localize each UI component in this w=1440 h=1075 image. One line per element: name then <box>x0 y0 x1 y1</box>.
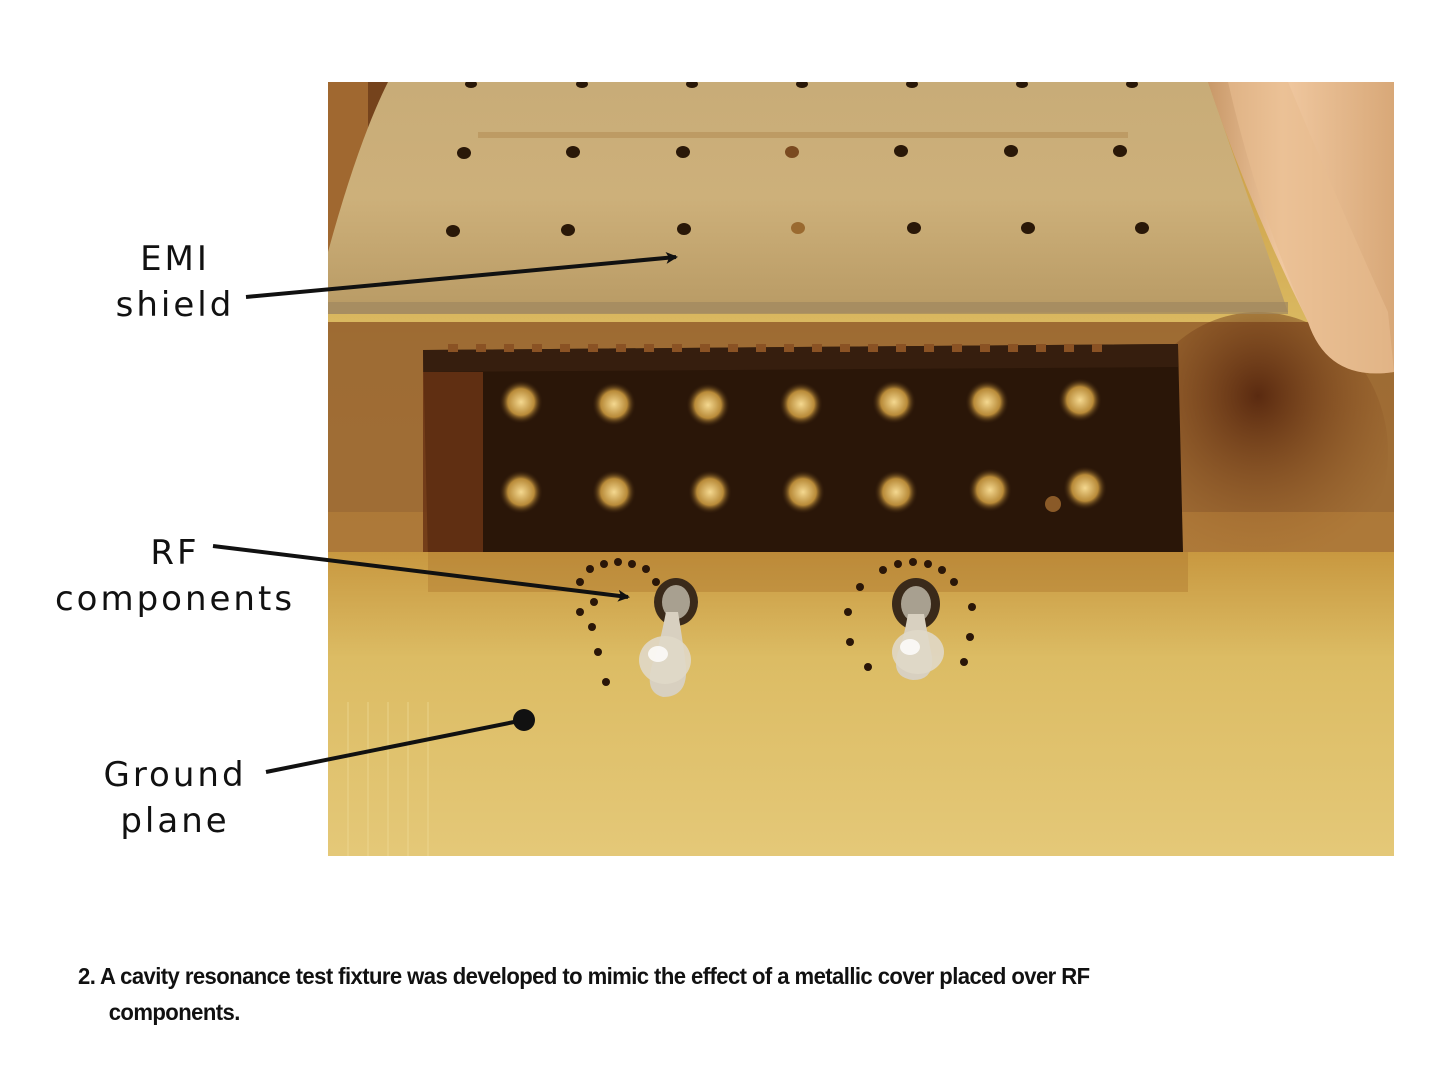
callout-rf-components-line2: components <box>54 579 296 619</box>
figure: EMI shield RF components Ground plane <box>30 82 1394 856</box>
callout-emi-shield-line1: EMI <box>140 239 210 279</box>
callout-rf-components-line1: RF <box>150 533 200 573</box>
callout-emi-shield-line2: shield <box>115 285 235 325</box>
callout-rf-components: RF components <box>30 530 320 622</box>
callout-emi-shield: EMI shield <box>95 236 255 328</box>
caption-line2: components. <box>108 999 241 1025</box>
test-fixture-photo <box>328 82 1394 856</box>
caption-line1: A cavity resonance test fixture was deve… <box>100 963 1090 989</box>
photo-illustration <box>328 82 1394 856</box>
callout-ground-plane-line1: Ground <box>103 755 247 795</box>
callout-ground-plane-line2: plane <box>120 801 230 841</box>
figure-number: 2. <box>78 963 96 989</box>
callout-ground-plane: Ground plane <box>80 752 270 844</box>
figure-caption: 2. A cavity resonance test fixture was d… <box>78 958 1345 1030</box>
